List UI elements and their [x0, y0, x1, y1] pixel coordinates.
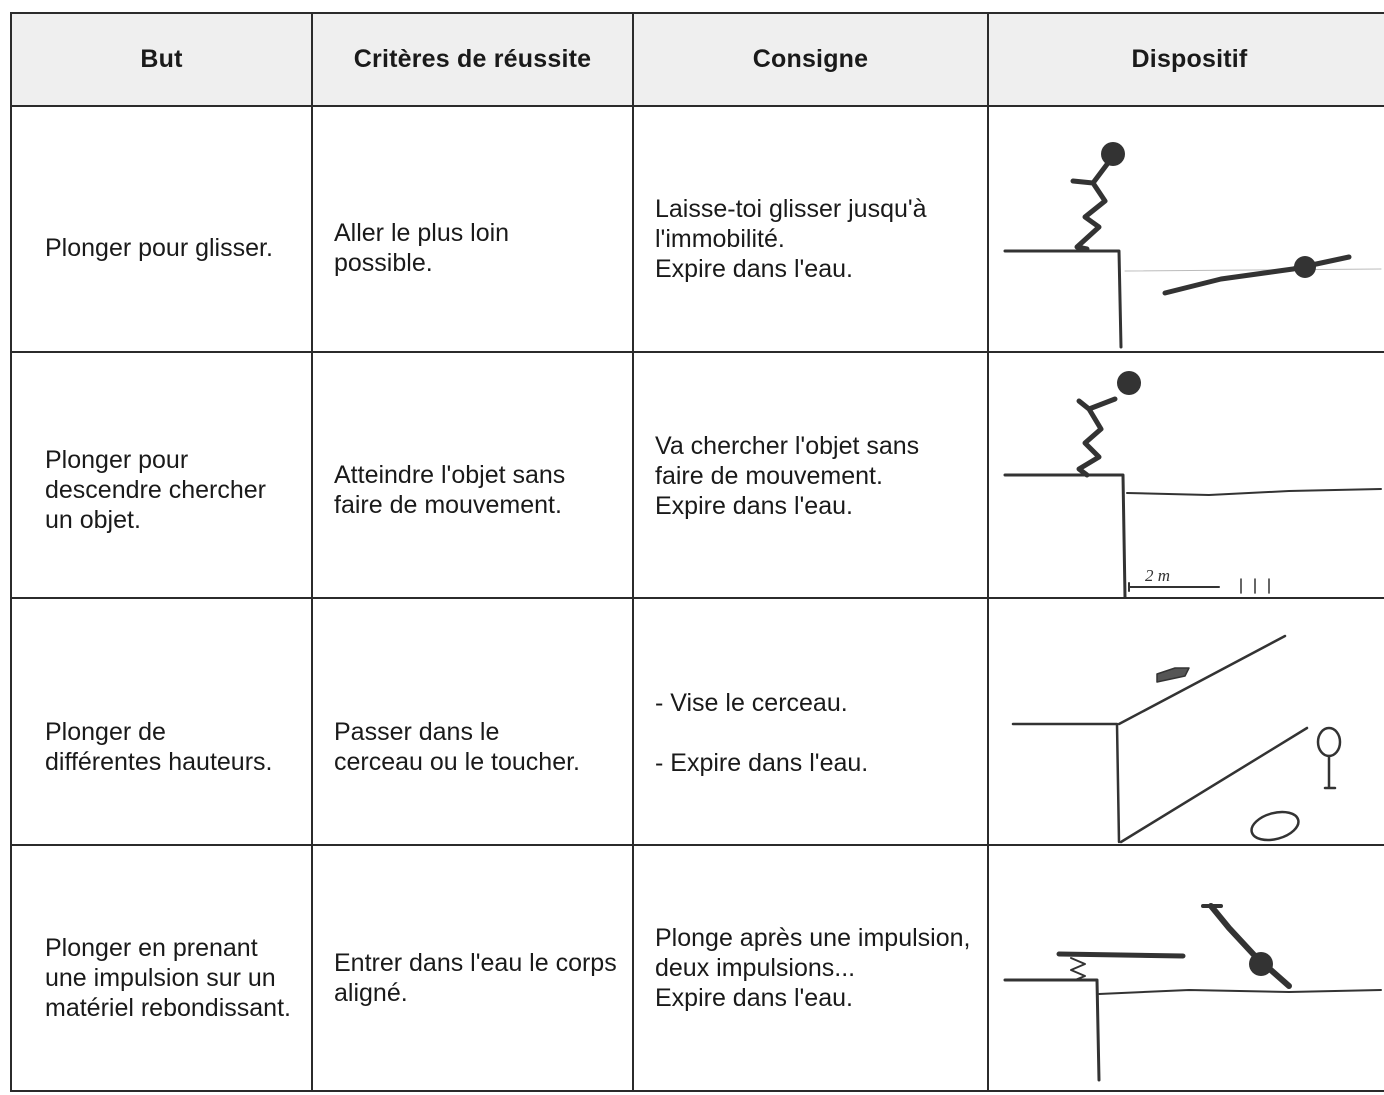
- cell-dispositif: [987, 105, 1384, 353]
- exercise-table: But Critères de réussite Consigne Dispos…: [10, 12, 1384, 1092]
- cell-but: Plonger pour glisser.: [10, 105, 313, 353]
- but-text: Plonger pour descendre chercher un objet…: [45, 446, 266, 534]
- cell-but: Plonger pour descendre chercher un objet…: [10, 351, 313, 599]
- criteres-text: Aller le plus loin possible.: [334, 219, 510, 277]
- consigne-text: Plonge après une impulsion, deux impulsi…: [655, 924, 971, 1012]
- cell-but: Plonger de différentes hauteurs.: [10, 597, 313, 846]
- criteres-text: Atteindre l'objet sans faire de mouvemen…: [334, 461, 566, 519]
- header-dispositif: Dispositif: [987, 12, 1384, 107]
- but-text: Plonger de différentes hauteurs.: [45, 717, 273, 776]
- cell-criteres: Passer dans le cerceau ou le toucher.: [311, 597, 634, 846]
- height-hoop-sketch-icon: [1011, 634, 1342, 843]
- consigne-text: Laisse-toi glisser jusqu'à l'immobilité.…: [655, 195, 927, 283]
- table-row: Plonger de différentes hauteurs. Passer …: [10, 597, 1384, 846]
- cell-dispositif: 2 m: [987, 351, 1384, 599]
- distance-label: 2 m: [1145, 566, 1170, 585]
- criteres-text: Passer dans le cerceau ou le toucher.: [334, 717, 580, 776]
- cell-criteres: Aller le plus loin possible.: [311, 105, 634, 353]
- table-row: Plonger pour glisser. Aller le plus loin…: [10, 105, 1384, 353]
- criteres-text: Entrer dans l'eau le corps aligné.: [334, 949, 617, 1007]
- cell-but: Plonger en prenant une impulsion sur un …: [10, 844, 313, 1092]
- cell-dispositif: [987, 597, 1384, 846]
- springboard-dive-sketch-icon: [1003, 903, 1382, 1082]
- header-consigne: Consigne: [632, 12, 989, 107]
- cell-criteres: Atteindre l'objet sans faire de mouvemen…: [311, 351, 634, 599]
- object-retrieval-sketch-icon: 2 m: [1003, 371, 1382, 597]
- consigne-text: - Vise le cerceau. - Expire dans l'eau.: [655, 688, 869, 777]
- header-criteres: Critères de réussite: [311, 12, 634, 107]
- glide-dive-sketch-icon: [1003, 142, 1382, 349]
- cell-consigne: Va chercher l'objet sans faire de mouvem…: [632, 351, 989, 599]
- table-row: Plonger pour descendre chercher un objet…: [10, 351, 1384, 599]
- cell-consigne: Laisse-toi glisser jusqu'à l'immobilité.…: [632, 105, 989, 353]
- cell-consigne: - Vise le cerceau. - Expire dans l'eau.: [632, 597, 989, 846]
- but-text: Plonger en prenant une impulsion sur un …: [45, 934, 291, 1022]
- consigne-text: Va chercher l'objet sans faire de mouvem…: [655, 432, 920, 520]
- table-row: Plonger en prenant une impulsion sur un …: [10, 844, 1384, 1092]
- header-row: But Critères de réussite Consigne Dispos…: [10, 12, 1384, 107]
- cell-dispositif: [987, 844, 1384, 1092]
- header-but: But: [10, 12, 313, 107]
- cell-criteres: Entrer dans l'eau le corps aligné.: [311, 844, 634, 1092]
- cell-consigne: Plonge après une impulsion, deux impulsi…: [632, 844, 989, 1092]
- but-text: Plonger pour glisser.: [45, 234, 273, 262]
